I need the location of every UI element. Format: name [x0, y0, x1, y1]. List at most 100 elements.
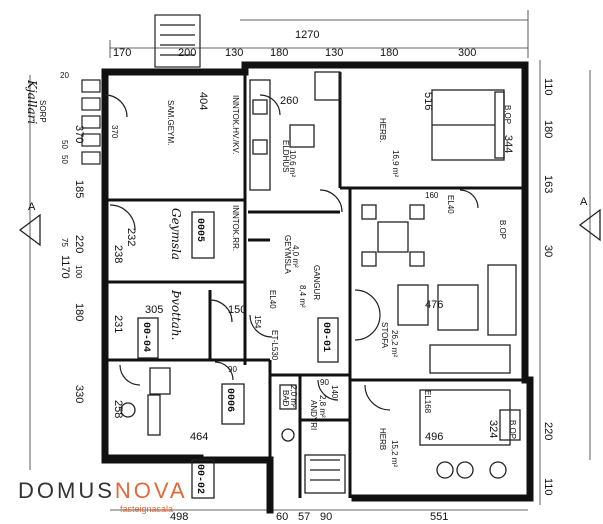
code-140: 140 — [330, 385, 339, 399]
dimension-lines — [29, 10, 591, 511]
label-etl530: ET-L530 — [270, 330, 279, 361]
room-bad-area: 2,0 m² — [289, 385, 298, 408]
logo-main: DOMUS — [18, 478, 115, 503]
bed-top — [431, 89, 505, 161]
code-154: 154 — [253, 315, 262, 329]
room-eldhus-area: 10,6 m² — [288, 150, 297, 177]
room-sam-geym-code: 404 — [197, 92, 209, 110]
dim-top-7: 300 — [458, 47, 476, 59]
dim-left-2: 185 — [73, 180, 85, 198]
section-marker-left: A — [28, 201, 36, 213]
code-150: 150 — [228, 304, 246, 316]
dim-bottom-4: 90 — [320, 511, 332, 523]
room-sorp-label: SORP — [38, 100, 47, 123]
room-eldhus-code: 260 — [280, 95, 298, 107]
bed-bottom — [419, 389, 521, 479]
dim-left-3: 220 — [73, 235, 85, 253]
room-herb-top-code: 516 — [422, 92, 434, 110]
dim-bottom-3: 57 — [298, 511, 310, 523]
box-00-02: 00-02 — [194, 464, 205, 494]
room-sam-geym-label: SAM.GEYM. — [166, 100, 175, 145]
living-furniture — [361, 204, 517, 374]
bathroom-fixtures — [279, 384, 346, 494]
dim-left-10: 50 — [60, 155, 69, 164]
dim-right-5: 220 — [542, 422, 554, 440]
top-dimension-labels: 1270 170 200 130 180 130 180 300 — [113, 29, 476, 59]
code-464: 464 — [190, 431, 208, 443]
dim-left-4: 180 — [73, 303, 85, 321]
room-geymsla-label: GEYMSLA — [283, 235, 292, 274]
outer-walls — [101, 61, 534, 514]
boxed-labels: 0005 00-04 00-01 0006 00-02 — [137, 211, 339, 499]
dim-left-1: 370 — [73, 125, 85, 143]
sorp-bins — [81, 79, 101, 165]
room-codes: 305 150 238 231 232 258 464 160 90 90 15… — [112, 191, 439, 443]
dim-bottom-5: 551 — [430, 511, 448, 523]
room-bop-bottom-code: 324 — [487, 420, 499, 438]
inner-walls — [105, 72, 525, 498]
dim-top-5: 130 — [325, 47, 343, 59]
code-232: 232 — [125, 228, 137, 246]
room-herb-top-area: 16,9 m² — [391, 150, 400, 177]
dim-top-1: 170 — [113, 47, 131, 59]
note-kjallari: Kjallari — [25, 79, 39, 124]
room-bop-bottom-label: B.OP — [508, 420, 517, 439]
room-herb-bottom-code: 496 — [425, 431, 443, 443]
room-stofa-code: 476 — [425, 299, 443, 311]
section-markers: A A — [18, 196, 601, 247]
dim-bottom-2: 60 — [276, 511, 288, 523]
box-0005: 0005 — [194, 218, 205, 242]
domus-nova-logo: DOMUSNOVA — [18, 478, 188, 504]
room-andyri-label: ANDYRI — [309, 400, 318, 430]
logo-tagline: fasteignasala — [120, 504, 174, 514]
washroom-fixtures — [120, 367, 171, 436]
room-inntok-hv-label: INNTOK.HV./KV. — [231, 95, 240, 154]
dim-top-6: 180 — [380, 47, 398, 59]
room-eldhus-label: ELDHÚS — [281, 140, 290, 172]
box-0006: 0006 — [224, 388, 235, 412]
dim-top-3: 130 — [225, 47, 243, 59]
room-geymsla-area: 4,0 m² — [291, 245, 300, 268]
dim-top-4: 180 — [270, 47, 288, 59]
misc-labels: EL40 EL40 EL168 ET-L530 — [268, 195, 455, 414]
room-bop-mid-label: B.OP — [498, 220, 507, 239]
code-90b: 90 — [320, 378, 329, 387]
code-231: 231 — [112, 315, 124, 333]
room-bop-top-label: B.OP — [503, 105, 512, 124]
right-dimension-labels: 110 180 163 30 220 110 — [542, 78, 554, 496]
room-herb-top-label: HERB. — [378, 118, 387, 142]
room-andyri-area: 2,8 m² — [318, 395, 327, 418]
room-stofa-area: 26,2 m² — [390, 330, 399, 357]
dim-left-5: 330 — [73, 385, 85, 403]
logo-accent: NOVA — [114, 478, 188, 503]
dim-total: 1270 — [295, 29, 319, 41]
bottom-dimension-labels: 498 60 57 90 551 — [170, 511, 448, 523]
entry-stairs — [154, 14, 201, 68]
room-sam-geym-dim: 370 — [110, 125, 119, 139]
room-labels: SAM.GEYM. 404 370 INNTOK.HV./KV. ELDHÚS … — [38, 92, 517, 467]
dim-right-6: 110 — [542, 478, 554, 496]
room-bop-top-code: 344 — [502, 135, 514, 153]
doors — [104, 94, 479, 411]
kitchen-counter — [249, 71, 341, 191]
dim-left-9: 50 — [60, 140, 69, 149]
room-herb-bottom-area: 15,2 m² — [390, 440, 399, 467]
left-dimension-labels: 370 185 220 180 330 1170 75 100 50 50 20 — [59, 71, 85, 403]
dim-right-4: 30 — [542, 245, 554, 257]
code-90a: 90 — [228, 365, 237, 374]
dim-right-2: 180 — [542, 120, 554, 138]
room-gangur-label: GANGUR — [312, 265, 321, 300]
dim-left-total: 1170 — [59, 255, 71, 279]
label-el40: EL40 — [446, 195, 455, 214]
label-el40b: EL40 — [268, 290, 277, 309]
dim-left-7: 75 — [60, 238, 69, 247]
room-inntok-rr-label: INNTOK.RR. — [231, 205, 240, 251]
room-herb-bottom-label: HERB — [378, 428, 387, 450]
room-gangur-area: 8,4 m² — [298, 285, 307, 308]
box-00-01: 00-01 — [320, 322, 331, 352]
code-238: 238 — [112, 245, 124, 263]
room-stofa-label: STOFA — [380, 322, 389, 349]
dim-right-3: 163 — [542, 175, 554, 193]
room-bad-label: BAÐ — [281, 390, 290, 407]
dim-left-11: 20 — [60, 71, 69, 80]
